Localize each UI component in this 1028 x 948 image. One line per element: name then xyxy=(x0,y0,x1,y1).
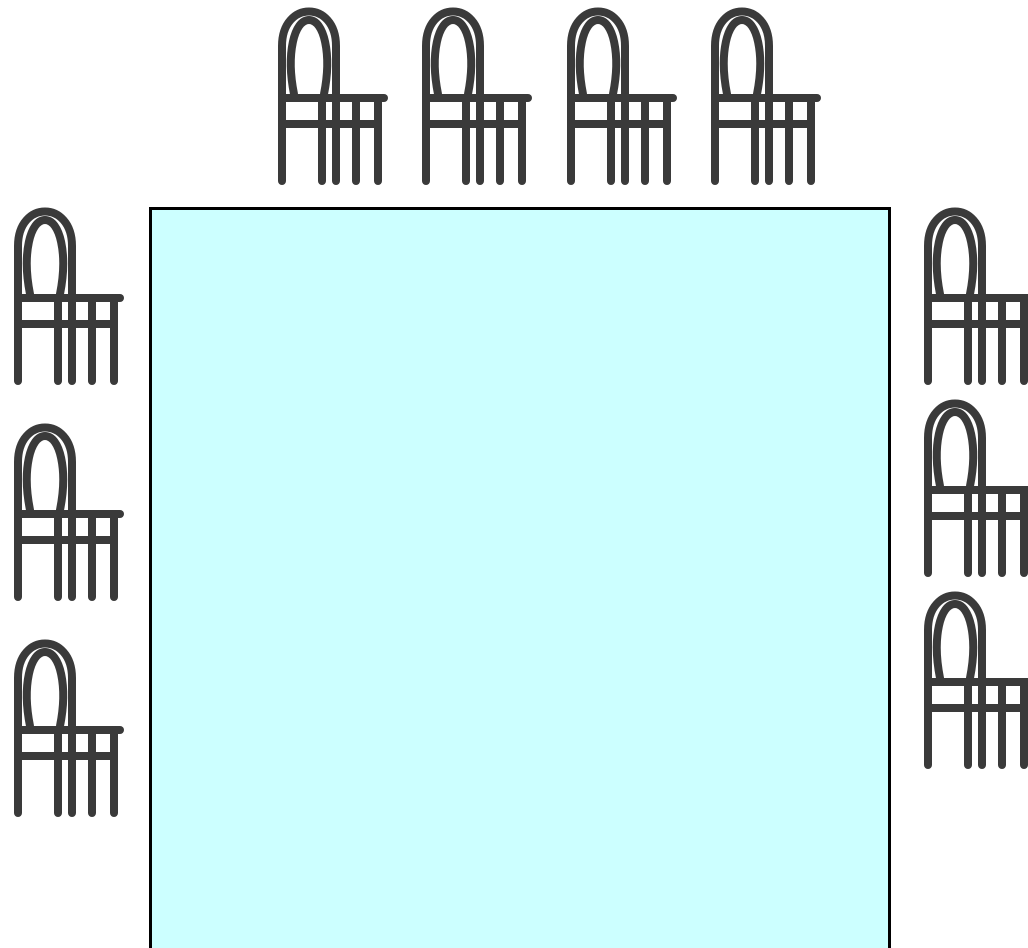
chair-icon xyxy=(705,6,821,186)
chair-icon xyxy=(8,422,124,602)
chair-icon xyxy=(8,638,124,818)
chair-icon xyxy=(918,590,1028,770)
chair-icon xyxy=(272,6,388,186)
table xyxy=(149,207,891,948)
chair-icon xyxy=(416,6,532,186)
chair-icon xyxy=(918,398,1028,578)
chair-icon xyxy=(918,206,1028,386)
chair-icon xyxy=(8,206,124,386)
chair-icon xyxy=(561,6,677,186)
